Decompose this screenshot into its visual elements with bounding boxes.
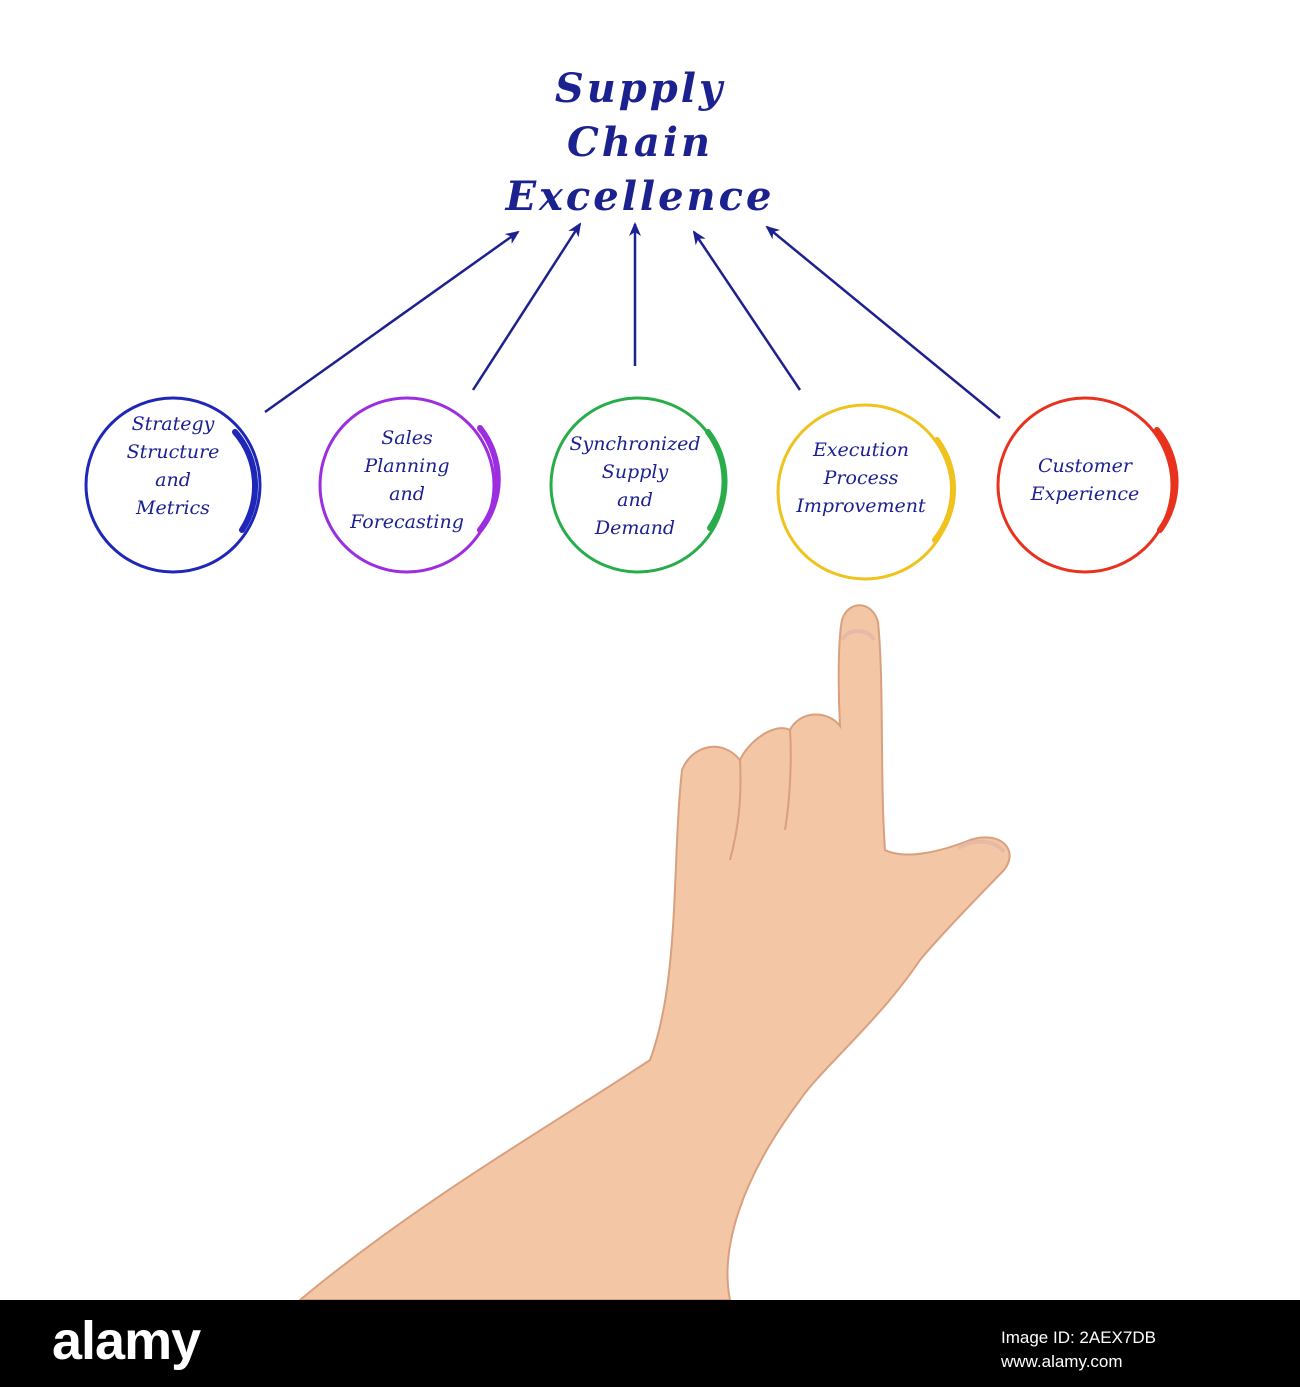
node-label-4: Execution Process Improvement — [796, 439, 926, 517]
node-label-2: Sales Planning and Forecasting — [350, 427, 464, 533]
node-circle-5 — [996, 396, 1179, 574]
brand-logo: alamy — [52, 1311, 201, 1371]
arrow-2 — [471, 222, 582, 391]
title-line-1: Supply — [554, 65, 726, 112]
diagram-graphics — [84, 222, 1179, 1300]
arrow-5 — [765, 225, 1001, 419]
node-label-3: Synchronized Supply and Demand — [569, 433, 701, 539]
node-circle-3 — [549, 396, 728, 574]
arrow-4 — [692, 230, 802, 391]
site-url: www.alamy.com — [1001, 1352, 1123, 1371]
node-circle-1 — [84, 396, 262, 574]
pointing-hand-icon — [298, 604, 1011, 1300]
node-circle-2 — [318, 396, 501, 574]
node-label-1: Strategy Structure and Metrics — [126, 413, 220, 519]
title-line-2: Chain — [566, 119, 714, 166]
node-label-5: Customer Experience — [1030, 455, 1140, 505]
node-circle-4 — [776, 403, 957, 581]
arrow-1 — [264, 230, 520, 414]
title-line-3: Excellence — [505, 173, 775, 220]
footer-bar: alamy Image ID: 2AEX7DB www.alamy.com — [0, 1300, 1300, 1387]
diagram-title: Supply Chain Excellence — [440, 62, 840, 224]
image-id-label: Image ID: 2AEX7DB — [1001, 1328, 1156, 1347]
